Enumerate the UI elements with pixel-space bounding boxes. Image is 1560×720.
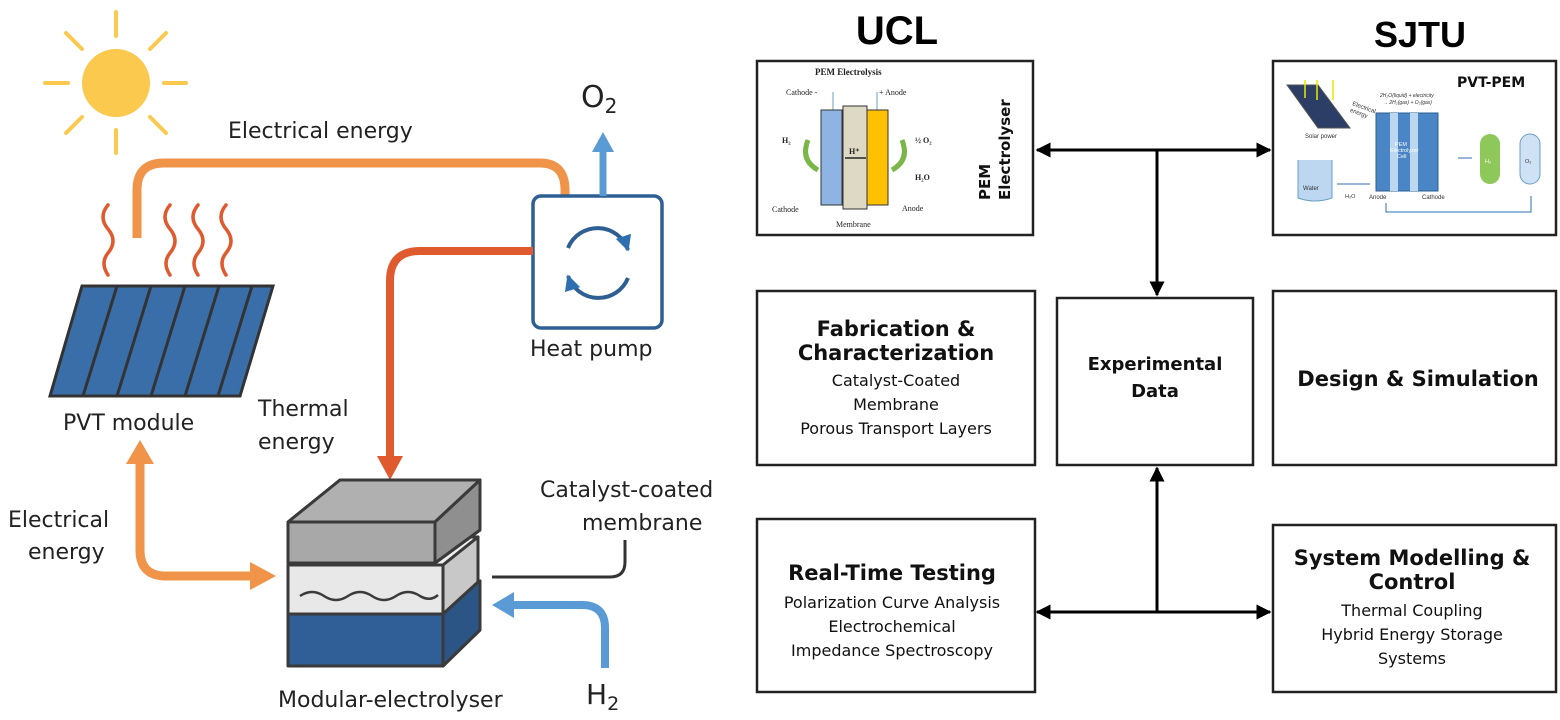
pvt-module-label: PVT module <box>63 411 194 436</box>
solar-power-label: Solar power <box>1305 134 1337 140</box>
water-label: Water <box>1303 186 1319 192</box>
heat-waves-icon <box>101 203 233 277</box>
heat-pump-icon <box>531 194 664 330</box>
cathode-label: Cathode <box>772 205 799 214</box>
sjtu-anode-label: Anode <box>1369 195 1387 201</box>
svg-text:Design & Simulation: Design & Simulation <box>1297 367 1538 391</box>
ucl-pem-electrolyser-box: PEM Electrolysis Cathode - + Anode H⁺ H₂… <box>755 59 1035 237</box>
sun-icon <box>43 10 188 155</box>
sjtu-h2o-label: H₂O <box>1345 194 1356 200</box>
sjtu-o2-label: O₂ <box>1525 159 1531 165</box>
sjtu-heading: SJTU <box>1374 14 1466 55</box>
ucl-heading: UCL <box>856 9 938 53</box>
thermal-energy-arrow <box>377 247 533 480</box>
real-time-testing-box: Real-Time Testing Polarization Curve Ana… <box>755 517 1037 694</box>
hplus-label: H⁺ <box>849 147 859 156</box>
heat-pump-label: Heat pump <box>530 337 652 362</box>
anode-plus-label: + Anode <box>879 88 907 97</box>
electrical-energy-top-label: Electrical energy <box>228 119 413 144</box>
half-o2-label: ½ O₂ <box>915 136 932 145</box>
system-modelling-box: System Modelling &Control Thermal Coupli… <box>1271 523 1558 694</box>
sjtu-pvt-pem-box: PVT-PEM Solar power Electricalenergy 2H₂… <box>1271 59 1558 237</box>
anode-label: Anode <box>902 204 924 213</box>
h2o-label: H₂O <box>915 173 930 182</box>
fabrication-box: Fabrication &Characterization Catalyst-C… <box>755 289 1037 467</box>
membrane-pointer-line <box>492 540 627 579</box>
electrical-energy-line <box>132 158 570 238</box>
connector-arrows <box>1035 142 1272 620</box>
pvt-pem-title: PVT-PEM <box>1457 75 1525 91</box>
electrical-energy-bidirectional-arrow <box>126 440 276 590</box>
o2-arrow <box>592 132 614 196</box>
reaction-label: 2H₂O(liquid) + electricity→ 2H₂(gas) + O… <box>1379 93 1434 106</box>
pvt-panel-icon <box>48 284 276 398</box>
h2-arrow <box>492 592 609 668</box>
sjtu-h2-label: H₂ <box>1485 159 1491 165</box>
o2-label: O2 <box>581 80 617 118</box>
sjtu-cathode-label: Cathode <box>1422 195 1445 201</box>
design-simulation-box: Design & Simulation <box>1271 289 1558 467</box>
svg-text:System Modelling &Control: System Modelling &Control <box>1294 546 1531 594</box>
membrane-label: Membrane <box>836 220 871 229</box>
svg-text:Real-Time Testing: Real-Time Testing <box>788 561 996 585</box>
pem-title: PEM Electrolysis <box>815 67 882 77</box>
electrolyser-label: Modular-electrolyser <box>278 688 504 713</box>
h2-label: H2 <box>586 678 619 715</box>
cathode-minus-label: Cathode - <box>786 88 818 97</box>
electrolyser-stack-icon <box>286 478 482 668</box>
svg-text:Fabrication &Characterization: Fabrication &Characterization <box>798 317 994 365</box>
h2-small-label: H₂ <box>782 136 791 145</box>
